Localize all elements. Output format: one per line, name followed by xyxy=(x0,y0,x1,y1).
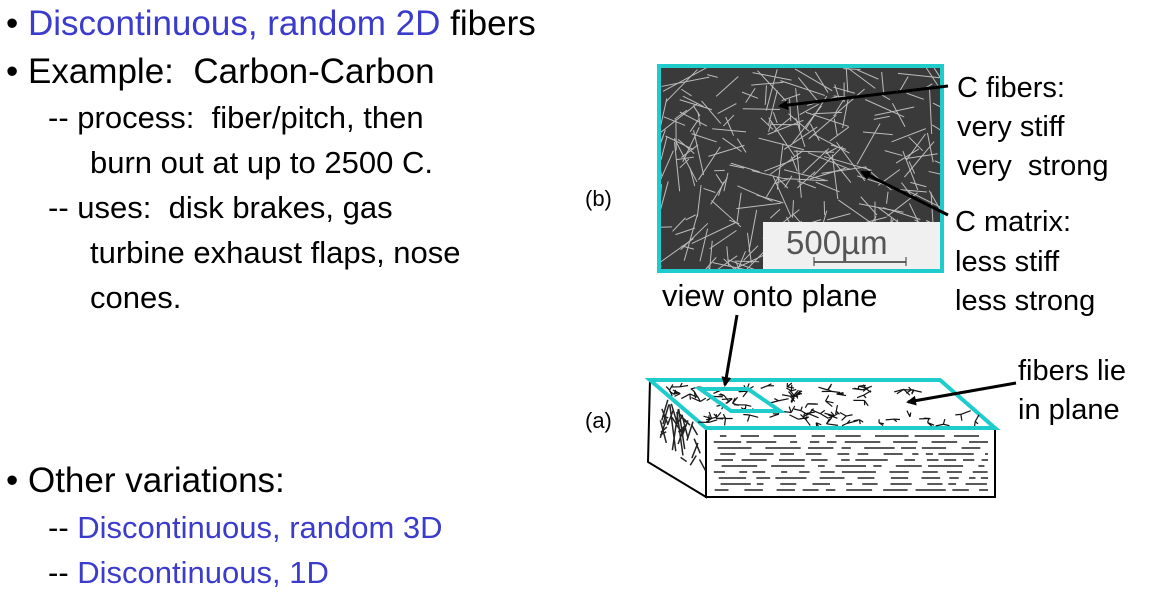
matrix-prop-2: less strong xyxy=(955,285,1096,317)
bullet-1: • Discontinuous, random 2D fibers xyxy=(6,4,536,43)
fibers-label: C fibers: xyxy=(957,72,1065,104)
label-b: (b) xyxy=(585,186,612,211)
uses-line-1: -- uses: disk brakes, gas xyxy=(48,190,393,225)
bullet-3: • Other variations: xyxy=(6,461,285,500)
variation-2: -- Discontinuous, 1D xyxy=(48,557,329,588)
matrix-prop-1: less stiff xyxy=(955,246,1060,278)
bullet-1-highlight: Discontinuous, random 2D xyxy=(27,4,441,43)
fibers-prop-2: very strong xyxy=(957,150,1109,182)
bullet-2-text: Example: Carbon-Carbon xyxy=(27,52,435,91)
arrow-plane xyxy=(906,381,1017,406)
block-diagram xyxy=(644,377,1001,499)
bullet-3-text: Other variations: xyxy=(27,461,285,500)
scale-label: 500µm xyxy=(786,224,888,261)
label-a: (a) xyxy=(585,408,612,433)
micrograph-frame xyxy=(657,64,944,273)
bullet-1-text: fibers xyxy=(440,4,536,43)
arrow-matrix xyxy=(860,170,949,217)
dash: -- xyxy=(48,510,78,545)
process-line-1: -- process: fiber/pitch, then xyxy=(48,100,424,135)
arrow-view xyxy=(721,314,739,387)
matrix-label: C matrix: xyxy=(955,206,1071,238)
view-window xyxy=(693,387,787,413)
bullet-2: • Example: Carbon-Carbon xyxy=(6,52,435,91)
arrow-fibers xyxy=(778,84,949,111)
uses-line-3: cones. xyxy=(90,280,182,315)
variation-1-text: Discontinuous, random 3D xyxy=(77,510,443,545)
plane-label-2: in plane xyxy=(1018,394,1120,426)
process-line-2: burn out at up to 2500 C. xyxy=(90,145,433,180)
view-onto-plane: view onto plane xyxy=(662,278,878,313)
plane-label-1: fibers lie xyxy=(1018,355,1126,387)
uses-line-2: turbine exhaust flaps, nose xyxy=(90,235,461,270)
variation-1: -- Discontinuous, random 3D xyxy=(48,512,443,543)
dash: -- xyxy=(48,555,78,590)
variation-2-text: Discontinuous, 1D xyxy=(77,555,329,590)
fibers-prop-1: very stiff xyxy=(957,111,1065,143)
